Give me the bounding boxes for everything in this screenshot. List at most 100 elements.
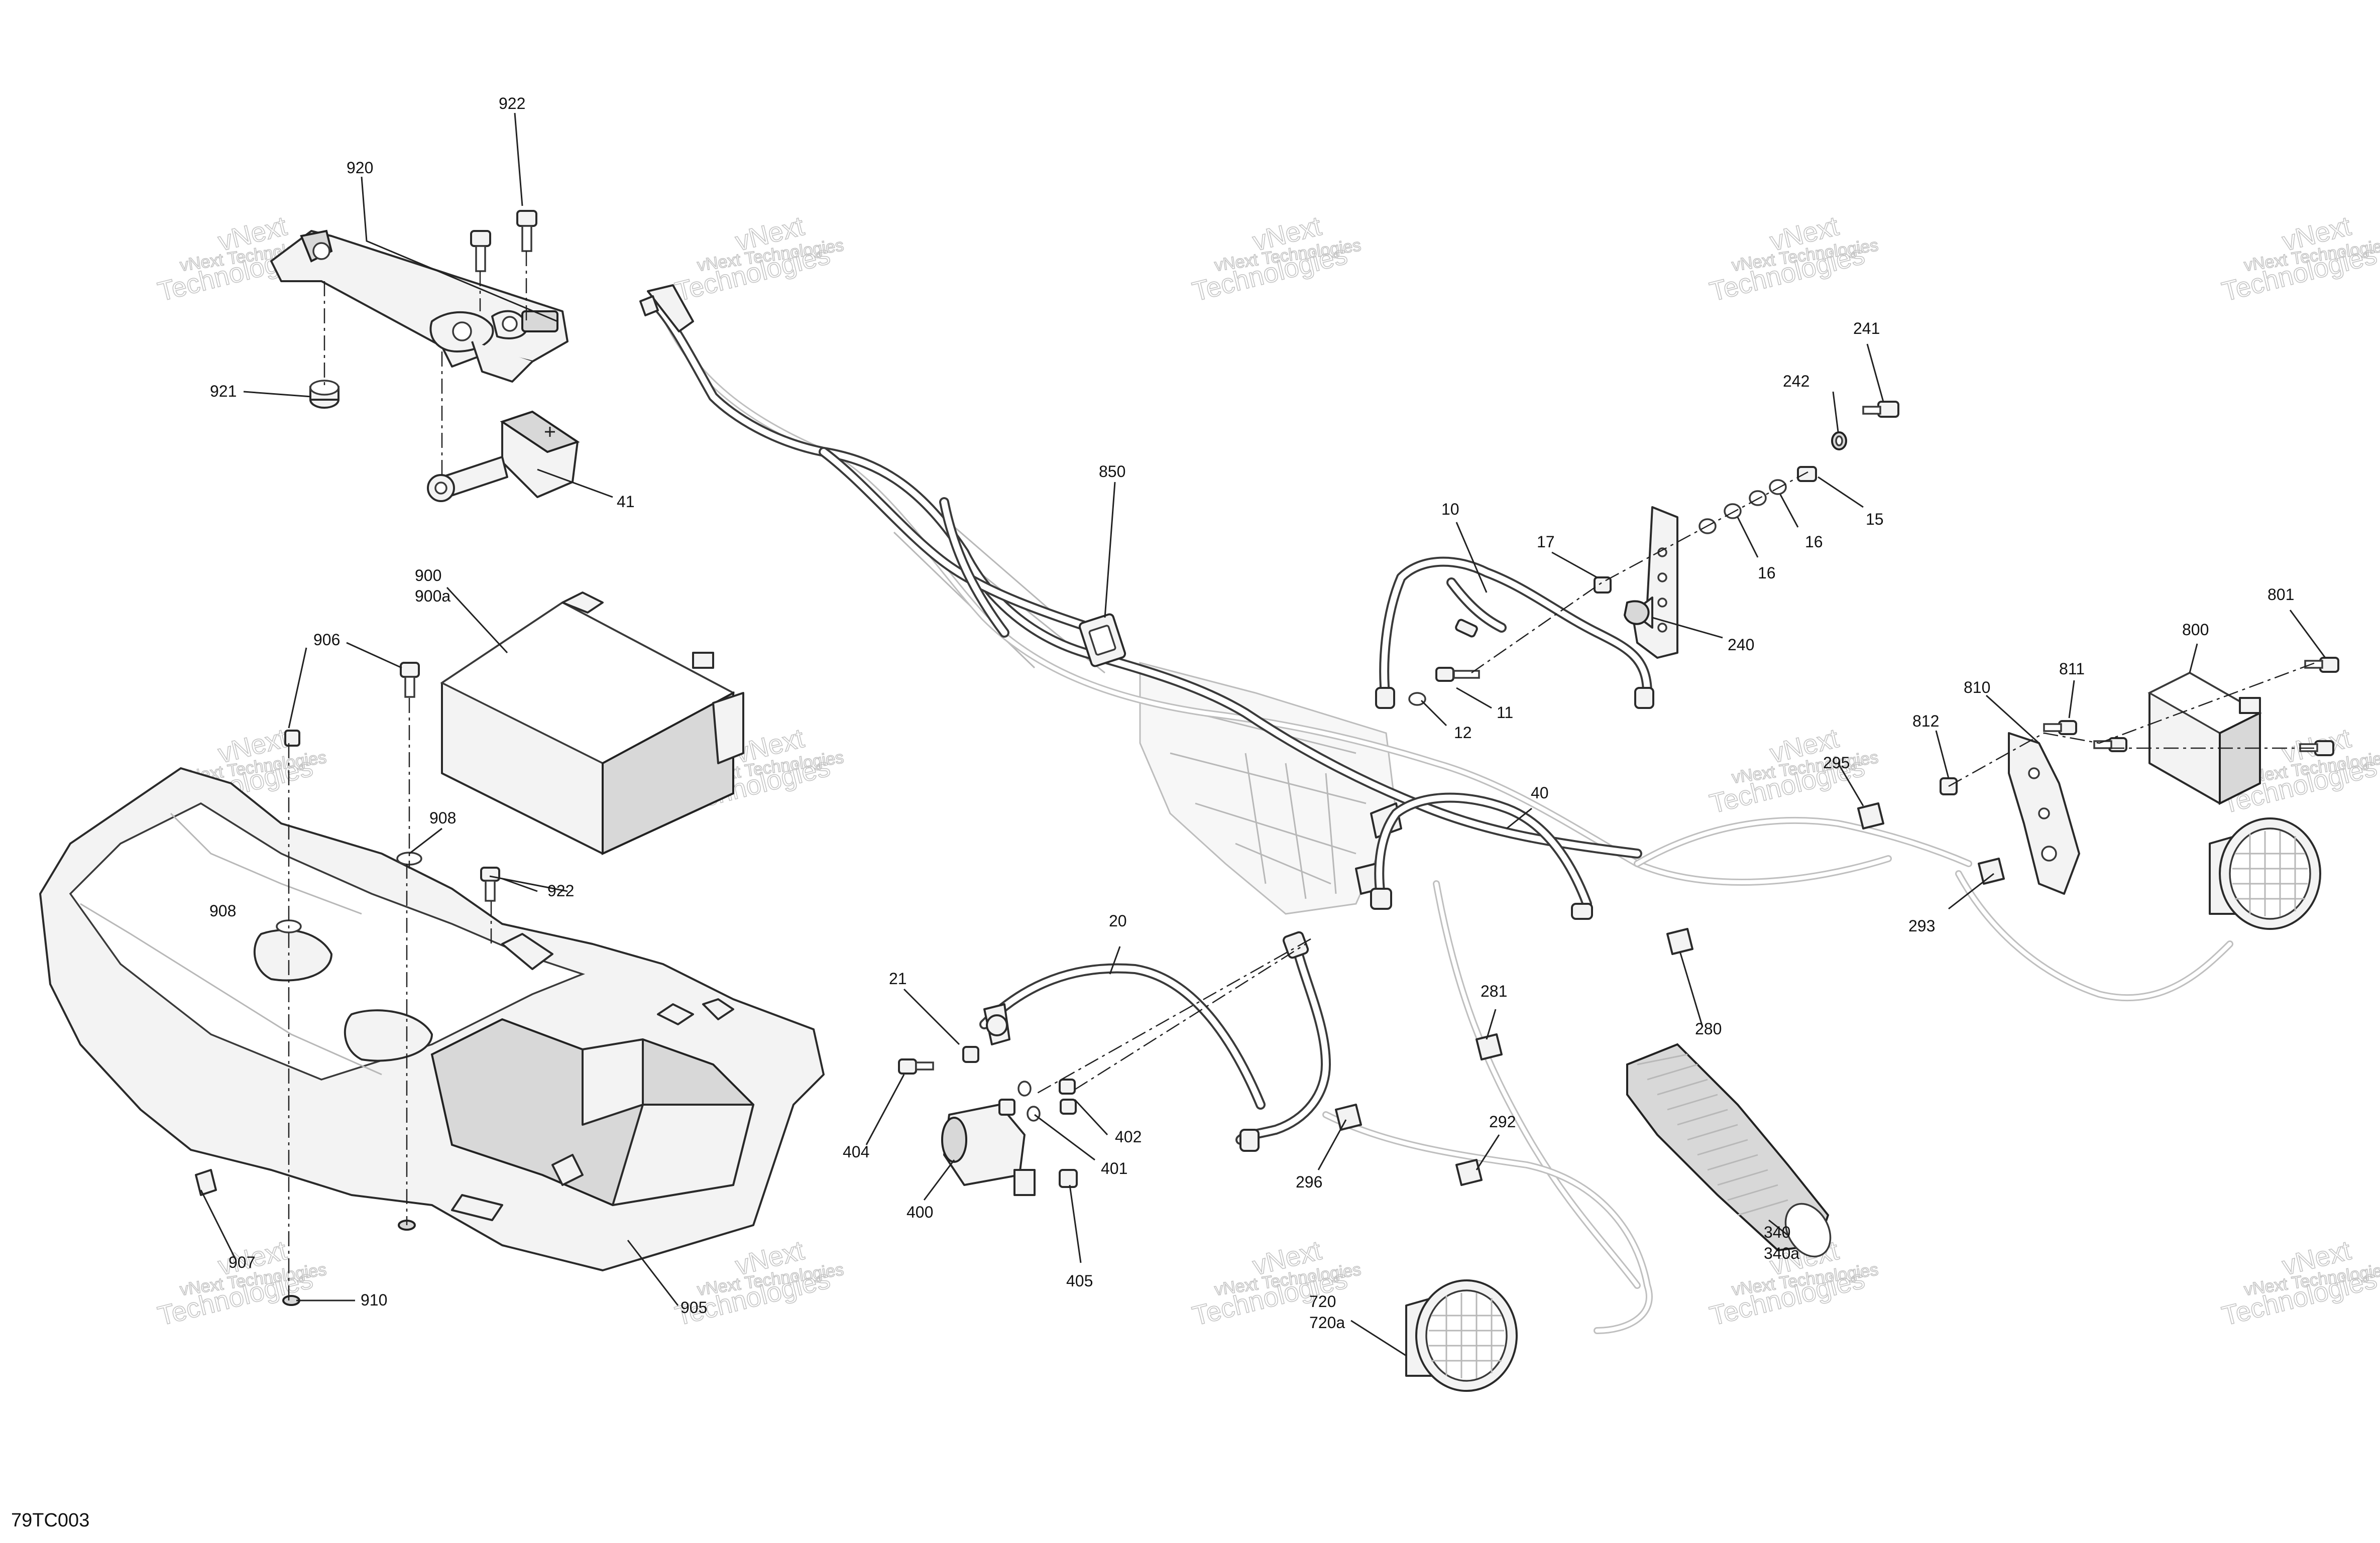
callout-16: 16 bbox=[1758, 564, 1776, 582]
nut bbox=[962, 1046, 979, 1063]
bolt bbox=[1435, 667, 1480, 682]
callout-17: 17 bbox=[1537, 533, 1555, 551]
callout-401: 401 bbox=[1101, 1159, 1127, 1177]
callout-295: 295 bbox=[1823, 754, 1850, 772]
positive-terminal-cable bbox=[427, 410, 580, 502]
clip bbox=[1666, 928, 1693, 955]
battery-hold-down-bracket bbox=[270, 229, 569, 383]
callout-292: 292 bbox=[1489, 1113, 1516, 1131]
watermark: vNext vNext Technologies Technologies bbox=[2219, 1235, 2380, 1332]
washer bbox=[1769, 479, 1787, 495]
callout-922: 922 bbox=[547, 882, 574, 900]
callout-905: 905 bbox=[681, 1298, 707, 1317]
mounting-bracket bbox=[1623, 506, 1678, 659]
callout-921: 921 bbox=[210, 382, 237, 400]
bolt bbox=[1797, 466, 1817, 482]
callout-922: 922 bbox=[499, 94, 525, 112]
light-assembly bbox=[2209, 817, 2321, 930]
washer bbox=[1017, 1081, 1032, 1097]
watermark: vNext vNext Technologies Technologies bbox=[1189, 210, 1363, 307]
callout-11: 11 bbox=[1497, 703, 1513, 722]
clip bbox=[1335, 1104, 1362, 1131]
callout-15: 15 bbox=[1866, 510, 1884, 528]
clip bbox=[1476, 1033, 1503, 1060]
clip bbox=[1978, 858, 2005, 885]
bolt bbox=[400, 662, 420, 698]
callout-labels: 922 920 921 41 900 900a 906 908 908 922 … bbox=[209, 94, 2294, 1332]
mounting-bracket bbox=[2008, 732, 2080, 895]
watermark: vNext vNext Technologies Technologies bbox=[672, 210, 846, 307]
callout-340: 340 bbox=[1764, 1223, 1790, 1241]
nut bbox=[284, 730, 300, 747]
callout-21: 21 bbox=[889, 970, 907, 988]
light-assembly bbox=[1405, 1279, 1518, 1392]
washer bbox=[1027, 1106, 1041, 1122]
callout-280: 280 bbox=[1695, 1020, 1722, 1038]
callout-12: 12 bbox=[1454, 724, 1472, 742]
nut bbox=[1059, 1079, 1076, 1095]
cable bbox=[1375, 556, 1654, 709]
nut bbox=[1594, 576, 1612, 594]
clip bbox=[1857, 802, 1884, 829]
callout-906: 906 bbox=[313, 631, 340, 649]
watermark: vNext vNext Technologies Technologies bbox=[672, 1235, 846, 1332]
bolt bbox=[1862, 401, 1899, 418]
callout-10: 10 bbox=[1441, 500, 1459, 518]
callout-920: 920 bbox=[347, 159, 373, 177]
nut bbox=[1059, 1169, 1078, 1188]
callout-20: 20 bbox=[1109, 912, 1127, 930]
callout-720a: 720a bbox=[1309, 1314, 1345, 1332]
callout-907: 907 bbox=[229, 1253, 255, 1271]
callout-908: 908 bbox=[209, 902, 236, 920]
washer bbox=[1408, 692, 1426, 706]
callout-900: 900 bbox=[415, 566, 441, 584]
watermark: vNext vNext Technologies Technologies bbox=[1707, 210, 1880, 307]
callout-850: 850 bbox=[1099, 462, 1125, 481]
callout-811: 811 bbox=[2059, 660, 2085, 678]
callout-242: 242 bbox=[1783, 372, 1809, 390]
callout-900a: 900a bbox=[415, 587, 450, 605]
callout-910: 910 bbox=[361, 1291, 387, 1309]
callout-240: 240 bbox=[1728, 636, 1754, 654]
callout-400: 400 bbox=[906, 1203, 933, 1221]
clip bbox=[1455, 1159, 1483, 1186]
bolt bbox=[2093, 737, 2127, 752]
figure-code: 79TC003 bbox=[11, 1510, 89, 1531]
callout-405: 405 bbox=[1066, 1272, 1093, 1290]
callout-16: 16 bbox=[1805, 533, 1823, 551]
battery bbox=[440, 591, 744, 856]
solenoid bbox=[941, 1099, 1036, 1196]
battery-tray bbox=[39, 767, 825, 1271]
callout-404: 404 bbox=[843, 1143, 869, 1161]
washer bbox=[1749, 490, 1767, 506]
watermark: vNext vNext Technologies Technologies bbox=[1707, 723, 1880, 819]
callout-241: 241 bbox=[1853, 319, 1880, 337]
callout-800: 800 bbox=[2182, 621, 2209, 639]
bolt bbox=[480, 867, 500, 902]
callout-801: 801 bbox=[2268, 585, 2294, 604]
bolt bbox=[2304, 657, 2339, 673]
callout-720: 720 bbox=[1309, 1292, 1336, 1311]
callout-908: 908 bbox=[429, 809, 456, 827]
callout-340a: 340a bbox=[1764, 1244, 1799, 1262]
nut bbox=[1060, 1099, 1077, 1115]
callout-281: 281 bbox=[1481, 982, 1507, 1000]
callout-810: 810 bbox=[1964, 678, 1990, 696]
watermark: vNext vNext Technologies Technologies bbox=[2219, 210, 2380, 307]
callout-40: 40 bbox=[1531, 784, 1549, 802]
callout-296: 296 bbox=[1296, 1173, 1322, 1191]
bolt bbox=[470, 230, 491, 272]
callout-41: 41 bbox=[617, 493, 635, 511]
bolt bbox=[2043, 720, 2077, 735]
electronic-module bbox=[2147, 672, 2262, 805]
duct-hose bbox=[1626, 1043, 1832, 1258]
callout-402: 402 bbox=[1115, 1128, 1142, 1146]
watermark: vNext vNext Technologies Technologies bbox=[155, 1235, 328, 1332]
callout-293: 293 bbox=[1908, 917, 1935, 935]
nut bbox=[309, 380, 339, 409]
main-wiring-harness bbox=[639, 284, 2233, 1334]
bolt bbox=[516, 210, 537, 252]
nut bbox=[195, 1169, 217, 1196]
callout-812: 812 bbox=[1912, 712, 1939, 730]
